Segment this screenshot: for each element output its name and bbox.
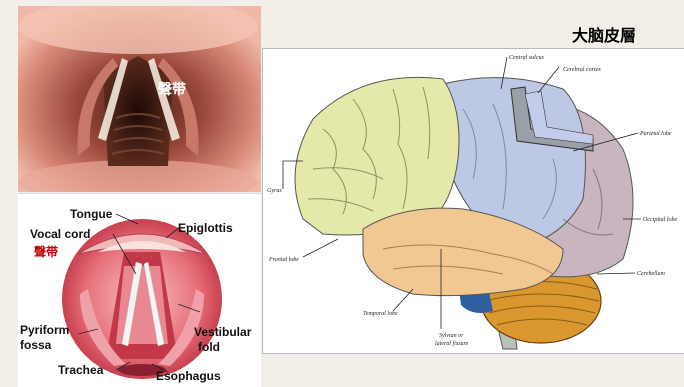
vestibular-label: Vestibular [194,325,252,339]
fossa-label: fossa [20,338,52,352]
pyriform-label: Pyriform [20,323,69,337]
occipital-lobe-label: Occipital lobe [643,217,677,223]
gyrus-label: Gyrus [267,188,282,194]
vocal-cord-photo: 聲带 [18,6,261,192]
larynx-diagram: Tongue Epiglottis Vocal cord 聲带 Pyriform… [18,193,261,387]
sylvian-label: Sylvian or [439,333,464,339]
tongue-label: Tongue [70,207,113,221]
cerebral-cortex-label: Cerebral cortex [563,67,601,73]
slide-title: 大脑皮層 [572,22,636,46]
brain-diagram: Central sulcus Cerebral cortex Parietal … [262,48,684,354]
trachea-label: Trachea [58,363,104,377]
frontal-lobe-label: Frontal lobe [268,257,299,263]
photo-vocal-cord-label: 聲带 [158,81,186,98]
parietal-lobe-label: Parietal lobe [639,131,672,137]
central-sulcus-label: Central sulcus [509,55,544,61]
temporal-lobe-label: Temporal lobe [363,311,398,317]
epiglottis-label: Epiglottis [178,221,233,235]
esophagus-label: Esophagus [156,369,221,383]
vocal-cord-chinese-label: 聲带 [34,244,58,259]
vocal-cord-label: Vocal cord [30,227,90,241]
fold-label: fold [198,340,220,354]
lateral-fissure-label: lateral fissure [435,340,469,347]
cerebellum-label: Cerebellum [637,271,665,277]
